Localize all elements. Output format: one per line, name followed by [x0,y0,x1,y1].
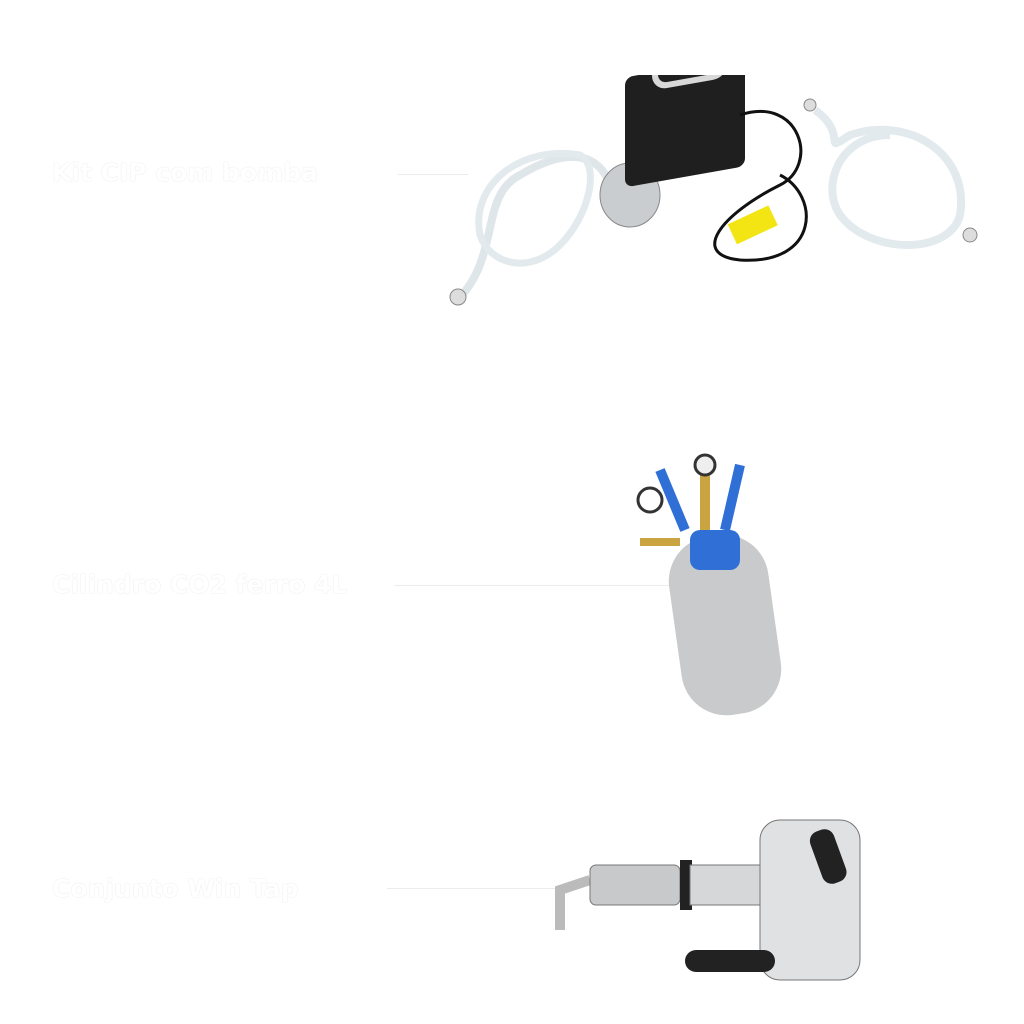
divider-line [398,174,468,175]
divider-line [394,585,674,586]
product-label[interactable]: Cilindro CO2 ferro 4L [52,570,348,599]
divider-line [387,888,557,889]
product-label[interactable]: Kit CIP com bomba [52,158,318,187]
product-label[interactable]: Conjunto Win Tap [52,874,299,903]
co2-cylinder-image [636,453,782,716]
win-tap-image [555,819,861,981]
cip-pump-kit-image [449,75,978,306]
